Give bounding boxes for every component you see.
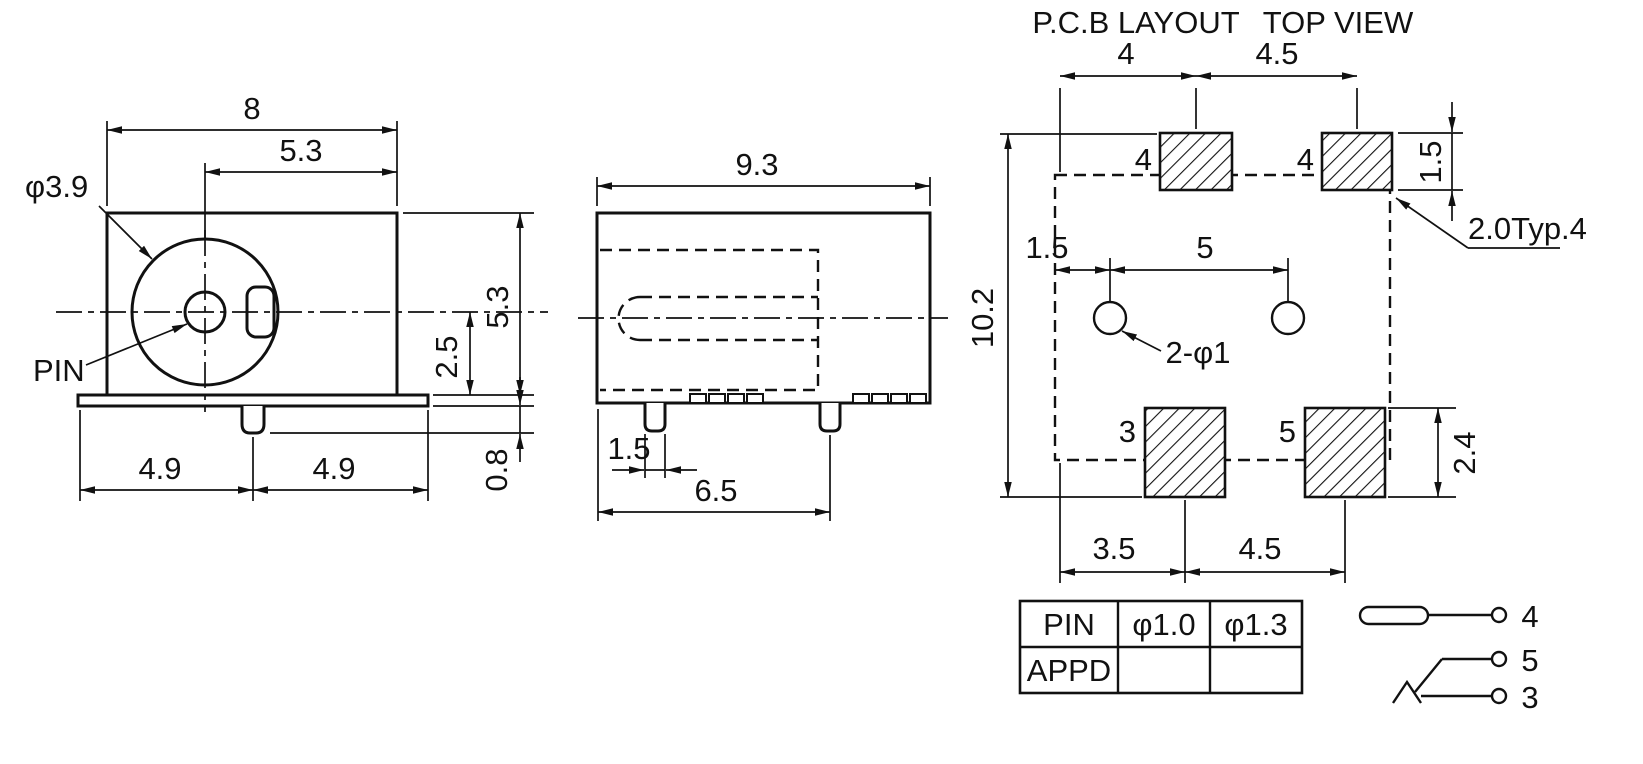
dim-pcb-hole-pitch: 5 [1196, 230, 1213, 265]
front-view: 8 5.3 φ3.9 PIN 2.5 5.3 0.8 4.9 4.9 [25, 91, 548, 501]
side-body [595, 211, 932, 405]
table-cell-dia10: φ1.0 [1132, 607, 1195, 642]
dim-front-pitch-right: 4.9 [312, 451, 355, 486]
front-centerlines [56, 230, 548, 412]
table-cell-appd: APPD [1027, 653, 1111, 688]
dim-front-leg-height: 0.8 [479, 448, 514, 491]
pad-bottom-left [1143, 406, 1227, 499]
front-flange [76, 393, 430, 408]
side-leg-rear [818, 403, 842, 433]
pin-label: PIN [33, 353, 85, 388]
dim-front-center-to-edge: 5.3 [279, 133, 322, 168]
top-view-title: TOP VIEW [1263, 5, 1414, 40]
dim-pcb-top-offset: 4 [1117, 36, 1134, 71]
pad-top-left [1158, 131, 1234, 192]
terminal-5 [1490, 650, 1508, 668]
mount-hole-left [1092, 300, 1128, 336]
dim-pcb-pad-height: 1.5 [1413, 140, 1448, 183]
dim-pcb-bottom-offset: 3.5 [1092, 531, 1135, 566]
label-pad-bottom-right: 5 [1279, 414, 1296, 449]
schematic-pin4-label: 4 [1521, 599, 1538, 634]
table-cell-dia13: φ1.3 [1224, 607, 1287, 642]
spring-contact [1392, 679, 1422, 704]
dim-barrel-diameter: φ3.9 [25, 169, 88, 204]
side-solder-pads [689, 393, 927, 404]
label-pad-top-right: 4 [1297, 142, 1314, 177]
dim-front-pitch-left: 4.9 [138, 451, 181, 486]
front-center-leg [240, 406, 266, 435]
side-view: 9.3 1.5 6.5 [578, 147, 948, 521]
dim-pcb-top-pitch: 4.5 [1255, 36, 1298, 71]
dim-pcb-hole-offset: 1.5 [1025, 230, 1068, 265]
front-dim-lines [79, 121, 534, 501]
dim-front-center-height: 2.5 [429, 335, 464, 378]
pcb-dim-lines [1000, 72, 1560, 583]
side-leg-front [643, 403, 667, 433]
side-hidden-lines [600, 248, 820, 392]
pad-top-right [1320, 131, 1394, 192]
pcb-layout-title: P.C.B LAYOUT [1032, 5, 1239, 40]
label-pad-bottom-left: 3 [1119, 414, 1136, 449]
pin-table: PIN φ1.0 φ1.3 APPD [1018, 599, 1304, 695]
dim-side-leg-pitch: 6.5 [694, 473, 737, 508]
table-cell-pin: PIN [1043, 607, 1095, 642]
dim-side-leg-width: 1.5 [607, 431, 650, 466]
pcb-layout-view: P.C.B LAYOUT TOP VIEW [965, 5, 1587, 583]
label-mount-holes: 2-φ1 [1166, 335, 1231, 370]
terminal-4 [1490, 606, 1508, 624]
mount-hole-right [1270, 300, 1306, 336]
dim-pcb-pad-width-typ: 2.0Typ.4 [1468, 211, 1587, 246]
switch-arm [1414, 658, 1443, 693]
dim-front-height: 5.3 [480, 285, 515, 328]
dim-pcb-bottom-pitch: 4.5 [1238, 531, 1281, 566]
schematic-pin5-label: 5 [1521, 643, 1538, 678]
dim-pcb-total-height: 10.2 [965, 288, 1000, 348]
dim-side-length: 9.3 [735, 147, 778, 182]
dim-front-width: 8 [243, 91, 260, 126]
label-pad-top-left: 4 [1135, 142, 1152, 177]
schematic-center-pin [1358, 605, 1430, 626]
schematic-symbol: 4 5 3 [1358, 599, 1539, 715]
dim-pcb-bottom-pad-height: 2.4 [1447, 431, 1482, 474]
pad-bottom-right [1303, 406, 1387, 499]
side-dim-lines [596, 177, 931, 521]
terminal-3 [1490, 687, 1508, 705]
schematic-pin3-label: 3 [1521, 680, 1538, 715]
